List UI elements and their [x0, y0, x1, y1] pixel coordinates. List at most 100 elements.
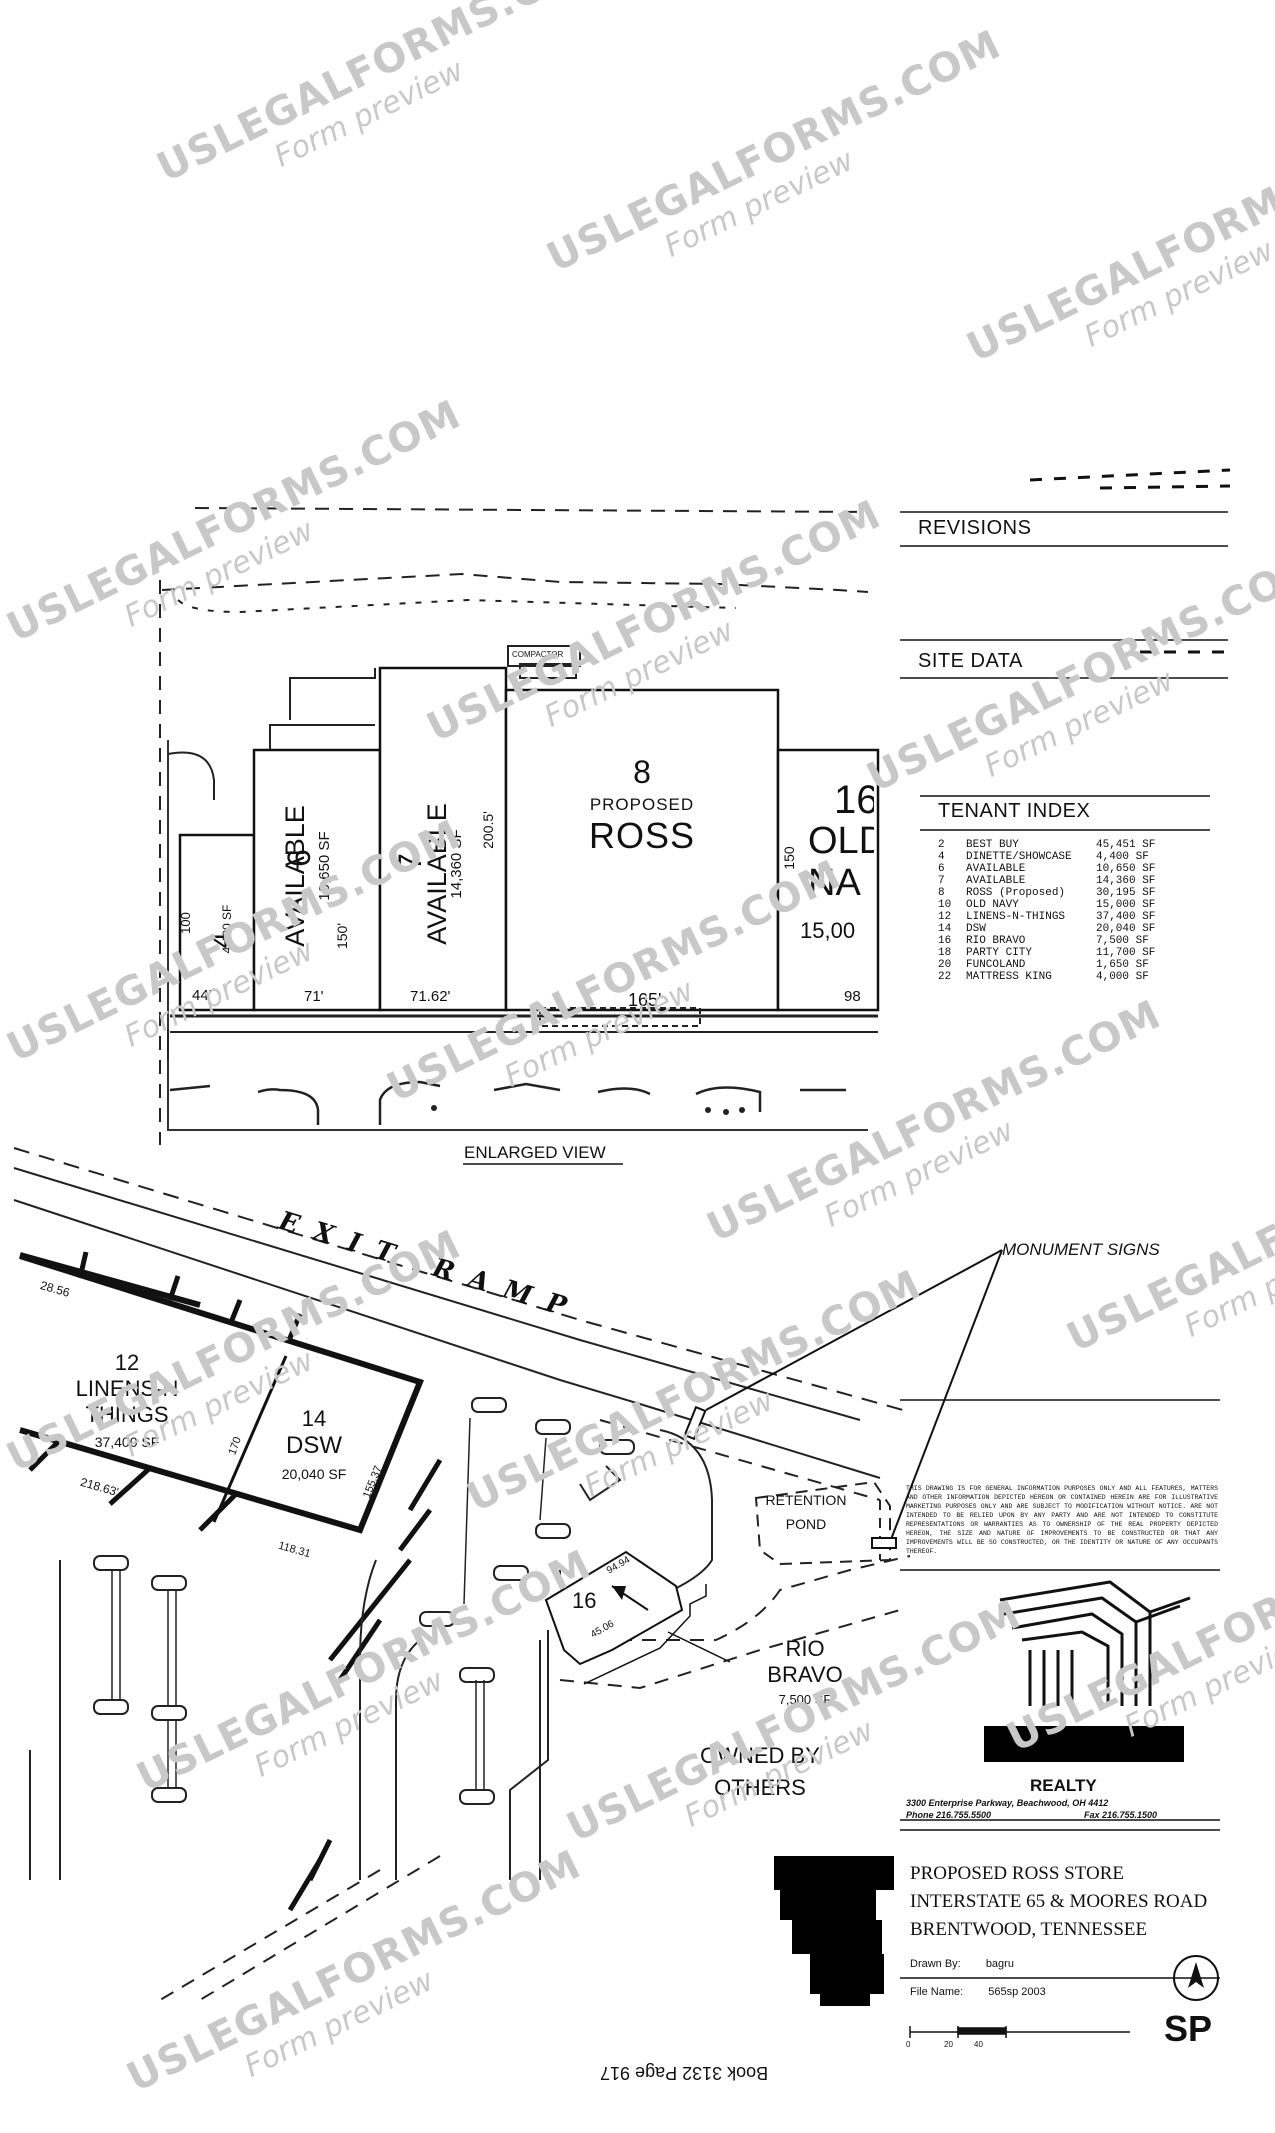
tenant-area: 7,500 SF	[1096, 935, 1149, 947]
retention-pond-line2: POND	[785, 1516, 827, 1532]
rio-line2: BRAVO	[767, 1662, 843, 1687]
unit-6-label: 6 AVAILABLE 10,650 SF 150' 71'	[254, 750, 380, 1010]
tenant-num: 2	[938, 839, 945, 851]
unit-6-width: 71'	[304, 988, 324, 1005]
unit-16-outline	[776, 748, 880, 1012]
tenant-area: 10,650 SF	[1096, 863, 1156, 875]
compactor-label: COMPACTOR	[512, 650, 564, 659]
linens-number: 12	[114, 1350, 140, 1375]
tenant-area: 14,360 SF	[1096, 875, 1156, 887]
file-name: File Name: 565sp 2003	[910, 1986, 1046, 1998]
tenant-num: 7	[938, 875, 945, 887]
tenant-index-row: 16 RIO BRAVO 7,500 SF	[938, 935, 1208, 947]
tenant-index-row: 2 BEST BUY 45,451 SF	[938, 839, 1208, 851]
file-name-label: File Name:	[910, 1986, 964, 1998]
unit-8-number: 8	[633, 754, 651, 790]
tenant-num: 4	[938, 851, 945, 863]
tenant-num: 8	[938, 887, 945, 899]
linens-label: 12 LINENS-N THINGS 37,400 SF	[62, 1350, 192, 1450]
revisions-heading: REVISIONS	[918, 517, 1032, 539]
owned-line2: OTHERS	[714, 1775, 806, 1800]
rio-bravo-number: 16	[572, 1588, 597, 1613]
tenant-name: DSW	[966, 923, 986, 935]
monument-signs-label: MONUMENT SIGNS	[1002, 1240, 1160, 1259]
unit-8-label: 8 PROPOSED ROSS 165'	[506, 690, 778, 1010]
unit-8-outline	[504, 688, 780, 1012]
unit-8-subtitle: PROPOSED	[589, 795, 695, 814]
tenant-name: AVAILABLE	[966, 875, 1026, 887]
tenant-num: 12	[938, 911, 952, 923]
tenant-area: 4,000 SF	[1096, 971, 1149, 983]
unit-16-label: 16 OLD NA 15,00 150 98	[778, 750, 874, 1010]
rio-area: 7,500 SF	[778, 1692, 832, 1707]
dsw-label: 14 DSW 20,040 SF	[264, 1406, 364, 1482]
tenant-area: 45,451 SF	[1096, 839, 1156, 851]
project-line3: BRENTWOOD, TENNESSEE	[910, 1919, 1148, 1940]
tenant-name: ROSS (Proposed)	[966, 887, 1066, 899]
dsw-area: 20,040 SF	[281, 1466, 347, 1482]
tenant-area: 20,040 SF	[1096, 923, 1156, 935]
linens-line2: THINGS	[85, 1402, 169, 1427]
tenant-area: 15,000 SF	[1096, 899, 1156, 911]
unit-16-width: 98	[844, 988, 861, 1005]
rio-line1: RIO	[785, 1636, 825, 1661]
unit-16-number: 16	[834, 778, 874, 822]
realty-address: 3300 Enterprise Parkway, Beachwood, OH 4…	[906, 1798, 1109, 1808]
unit-8-name: ROSS	[588, 815, 696, 856]
unit-4-width: 44'	[192, 987, 212, 1004]
tenant-num: 22	[938, 971, 952, 983]
unit-7-width: 71.62'	[410, 988, 451, 1005]
tenant-name: BEST BUY	[966, 839, 1019, 851]
tenant-name: OLD NAVY	[966, 899, 1019, 911]
linens-line1: LINENS-N	[75, 1376, 179, 1401]
unit-7-label: 7 AVAILABLE 14,360 SF 200.5' 71.62'	[380, 668, 506, 1010]
retention-pond-line1: RETENTION	[765, 1492, 847, 1508]
project-line2: INTERSTATE 65 & MOORES ROAD	[910, 1891, 1208, 1912]
site-data-heading: SITE DATA	[918, 650, 1023, 672]
project-title: PROPOSED ROSS STORE INTERSTATE 65 & MOOR…	[910, 1860, 1207, 1944]
scale-tick-20: 20	[944, 2040, 953, 2049]
unit-8-width: 165'	[628, 990, 662, 1010]
tenant-index-row: 22 MATTRESS KING 4,000 SF	[938, 971, 1208, 983]
disclaimer-text: THIS DRAWING IS FOR GENERAL INFORMATION …	[906, 1485, 1218, 1555]
drawn-by: Drawn By: bagru	[910, 1958, 1014, 1970]
tenant-num: 6	[938, 863, 945, 875]
tenant-index-row: 8 ROSS (Proposed) 30,195 SF	[938, 887, 1208, 899]
tenant-num: 16	[938, 935, 952, 947]
tenant-area: 11,700 SF	[1096, 947, 1156, 959]
unit-16-area: 15,00	[800, 918, 856, 943]
tenant-index-row: 7 AVAILABLE 14,360 SF	[938, 875, 1208, 887]
owned-line1: OWNED BY	[700, 1743, 820, 1768]
tenant-num: 18	[938, 947, 952, 959]
unit-4-outline	[178, 833, 256, 1012]
tenant-name: LINENS-N-THINGS	[966, 911, 1066, 923]
tenant-num: 10	[938, 899, 952, 911]
tenant-num: 20	[938, 959, 952, 971]
realty-fax: Fax 216.755.1500	[1084, 1810, 1158, 1820]
scale-tick-0: 0	[906, 2040, 911, 2049]
book-reference: Book 3132 Page 917	[600, 2063, 769, 2083]
tenant-name: RIO BRAVO	[966, 935, 1026, 947]
tenant-name: MATTRESS KING	[966, 971, 1052, 983]
drawn-by-label: Drawn By:	[910, 1958, 961, 1970]
unit-4-label: 4 4,400 SF 100 44'	[178, 835, 254, 1010]
realty-name: REALTY	[1030, 1776, 1097, 1795]
project-line1: PROPOSED ROSS STORE	[910, 1863, 1125, 1884]
tenant-area: 30,195 SF	[1096, 887, 1156, 899]
dsw-number: 14	[301, 1406, 327, 1431]
drawn-by-value: bagru	[985, 1958, 1014, 1970]
sheet-number: SP	[1164, 2008, 1213, 2049]
tenant-area: 1,650 SF	[1096, 959, 1149, 971]
dsw-name: DSW	[286, 1432, 342, 1459]
